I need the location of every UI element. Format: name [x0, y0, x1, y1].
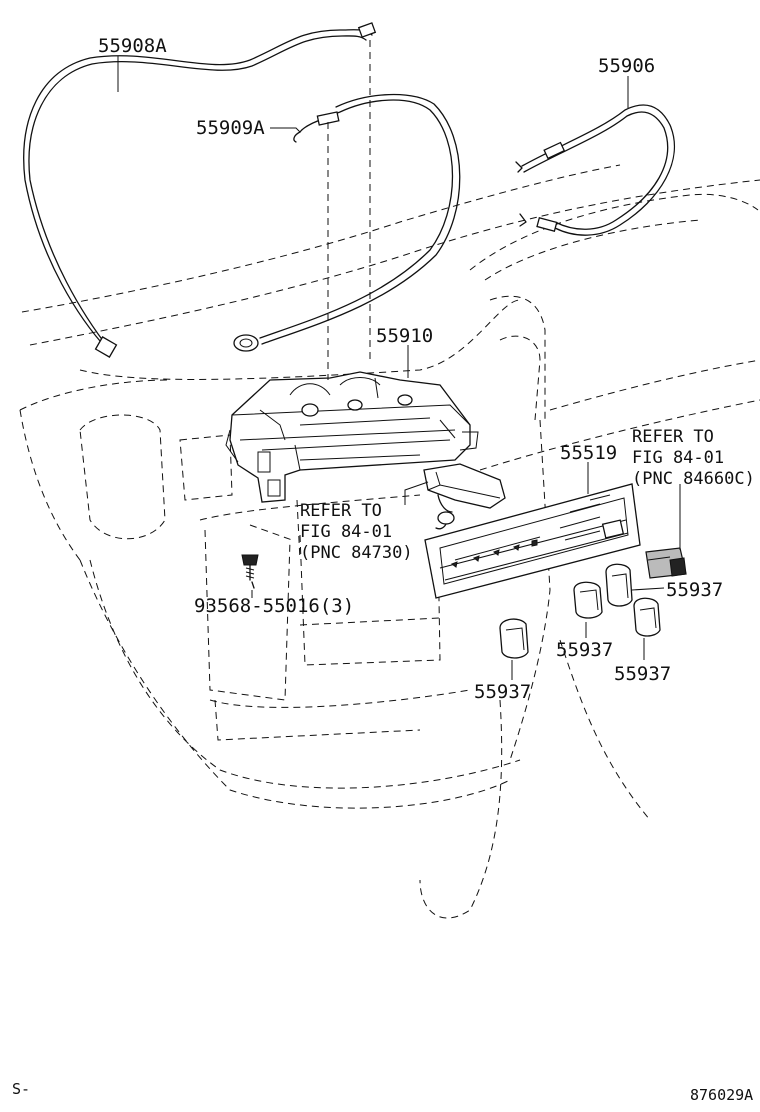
- knob-a: [499, 618, 529, 659]
- cable-55906: [515, 104, 675, 236]
- label-55937-left: 55937: [474, 681, 531, 703]
- diagram-id: 876029A: [690, 1086, 753, 1104]
- label-93568: 93568-55016(3): [194, 595, 354, 617]
- ref-right-line-3: (PNC 84660C): [632, 469, 755, 489]
- knobs-55937: [499, 563, 661, 659]
- label-55937-middle: 55937: [556, 639, 613, 661]
- ref-center-line-1: REFER TO: [300, 501, 382, 521]
- reference-center: REFER TO FIG 84-01 (PNC 84730): [300, 501, 413, 563]
- control-panel-55519: [424, 483, 641, 599]
- label-55906: 55906: [598, 55, 655, 77]
- label-55937-right: 55937: [666, 579, 723, 601]
- label-55910: 55910: [376, 325, 433, 347]
- cable-55908a: [23, 22, 377, 358]
- cable-55909a: [233, 93, 461, 352]
- ref-right-line-2: FIG 84-01: [632, 448, 724, 468]
- dashboard-outline: [19, 164, 760, 919]
- control-unit-55910: [225, 371, 479, 503]
- leader-lines: [117, 56, 681, 680]
- ref-right-line-1: REFER TO: [632, 427, 714, 447]
- screw-93568: [241, 554, 259, 589]
- reference-right: REFER TO FIG 84-01 (PNC 84660C): [632, 427, 755, 489]
- label-55519: 55519: [560, 442, 617, 464]
- part-labels: 55908A 55909A 55906 55910 55519 93568-55…: [98, 35, 723, 703]
- connector-module: [423, 463, 506, 530]
- knob-d: [633, 597, 661, 637]
- label-55908a: 55908A: [98, 35, 167, 57]
- label-55937-lower-right: 55937: [614, 663, 671, 685]
- switch-module: [645, 547, 687, 579]
- label-55909a: 55909A: [196, 117, 265, 139]
- knob-c: [605, 563, 633, 607]
- corner-left-code: S-: [12, 1080, 30, 1098]
- knob-b: [573, 581, 603, 619]
- guide-lines: [249, 40, 371, 561]
- ref-center-line-3: (PNC 84730): [300, 543, 413, 563]
- ref-center-line-2: FIG 84-01: [300, 522, 392, 542]
